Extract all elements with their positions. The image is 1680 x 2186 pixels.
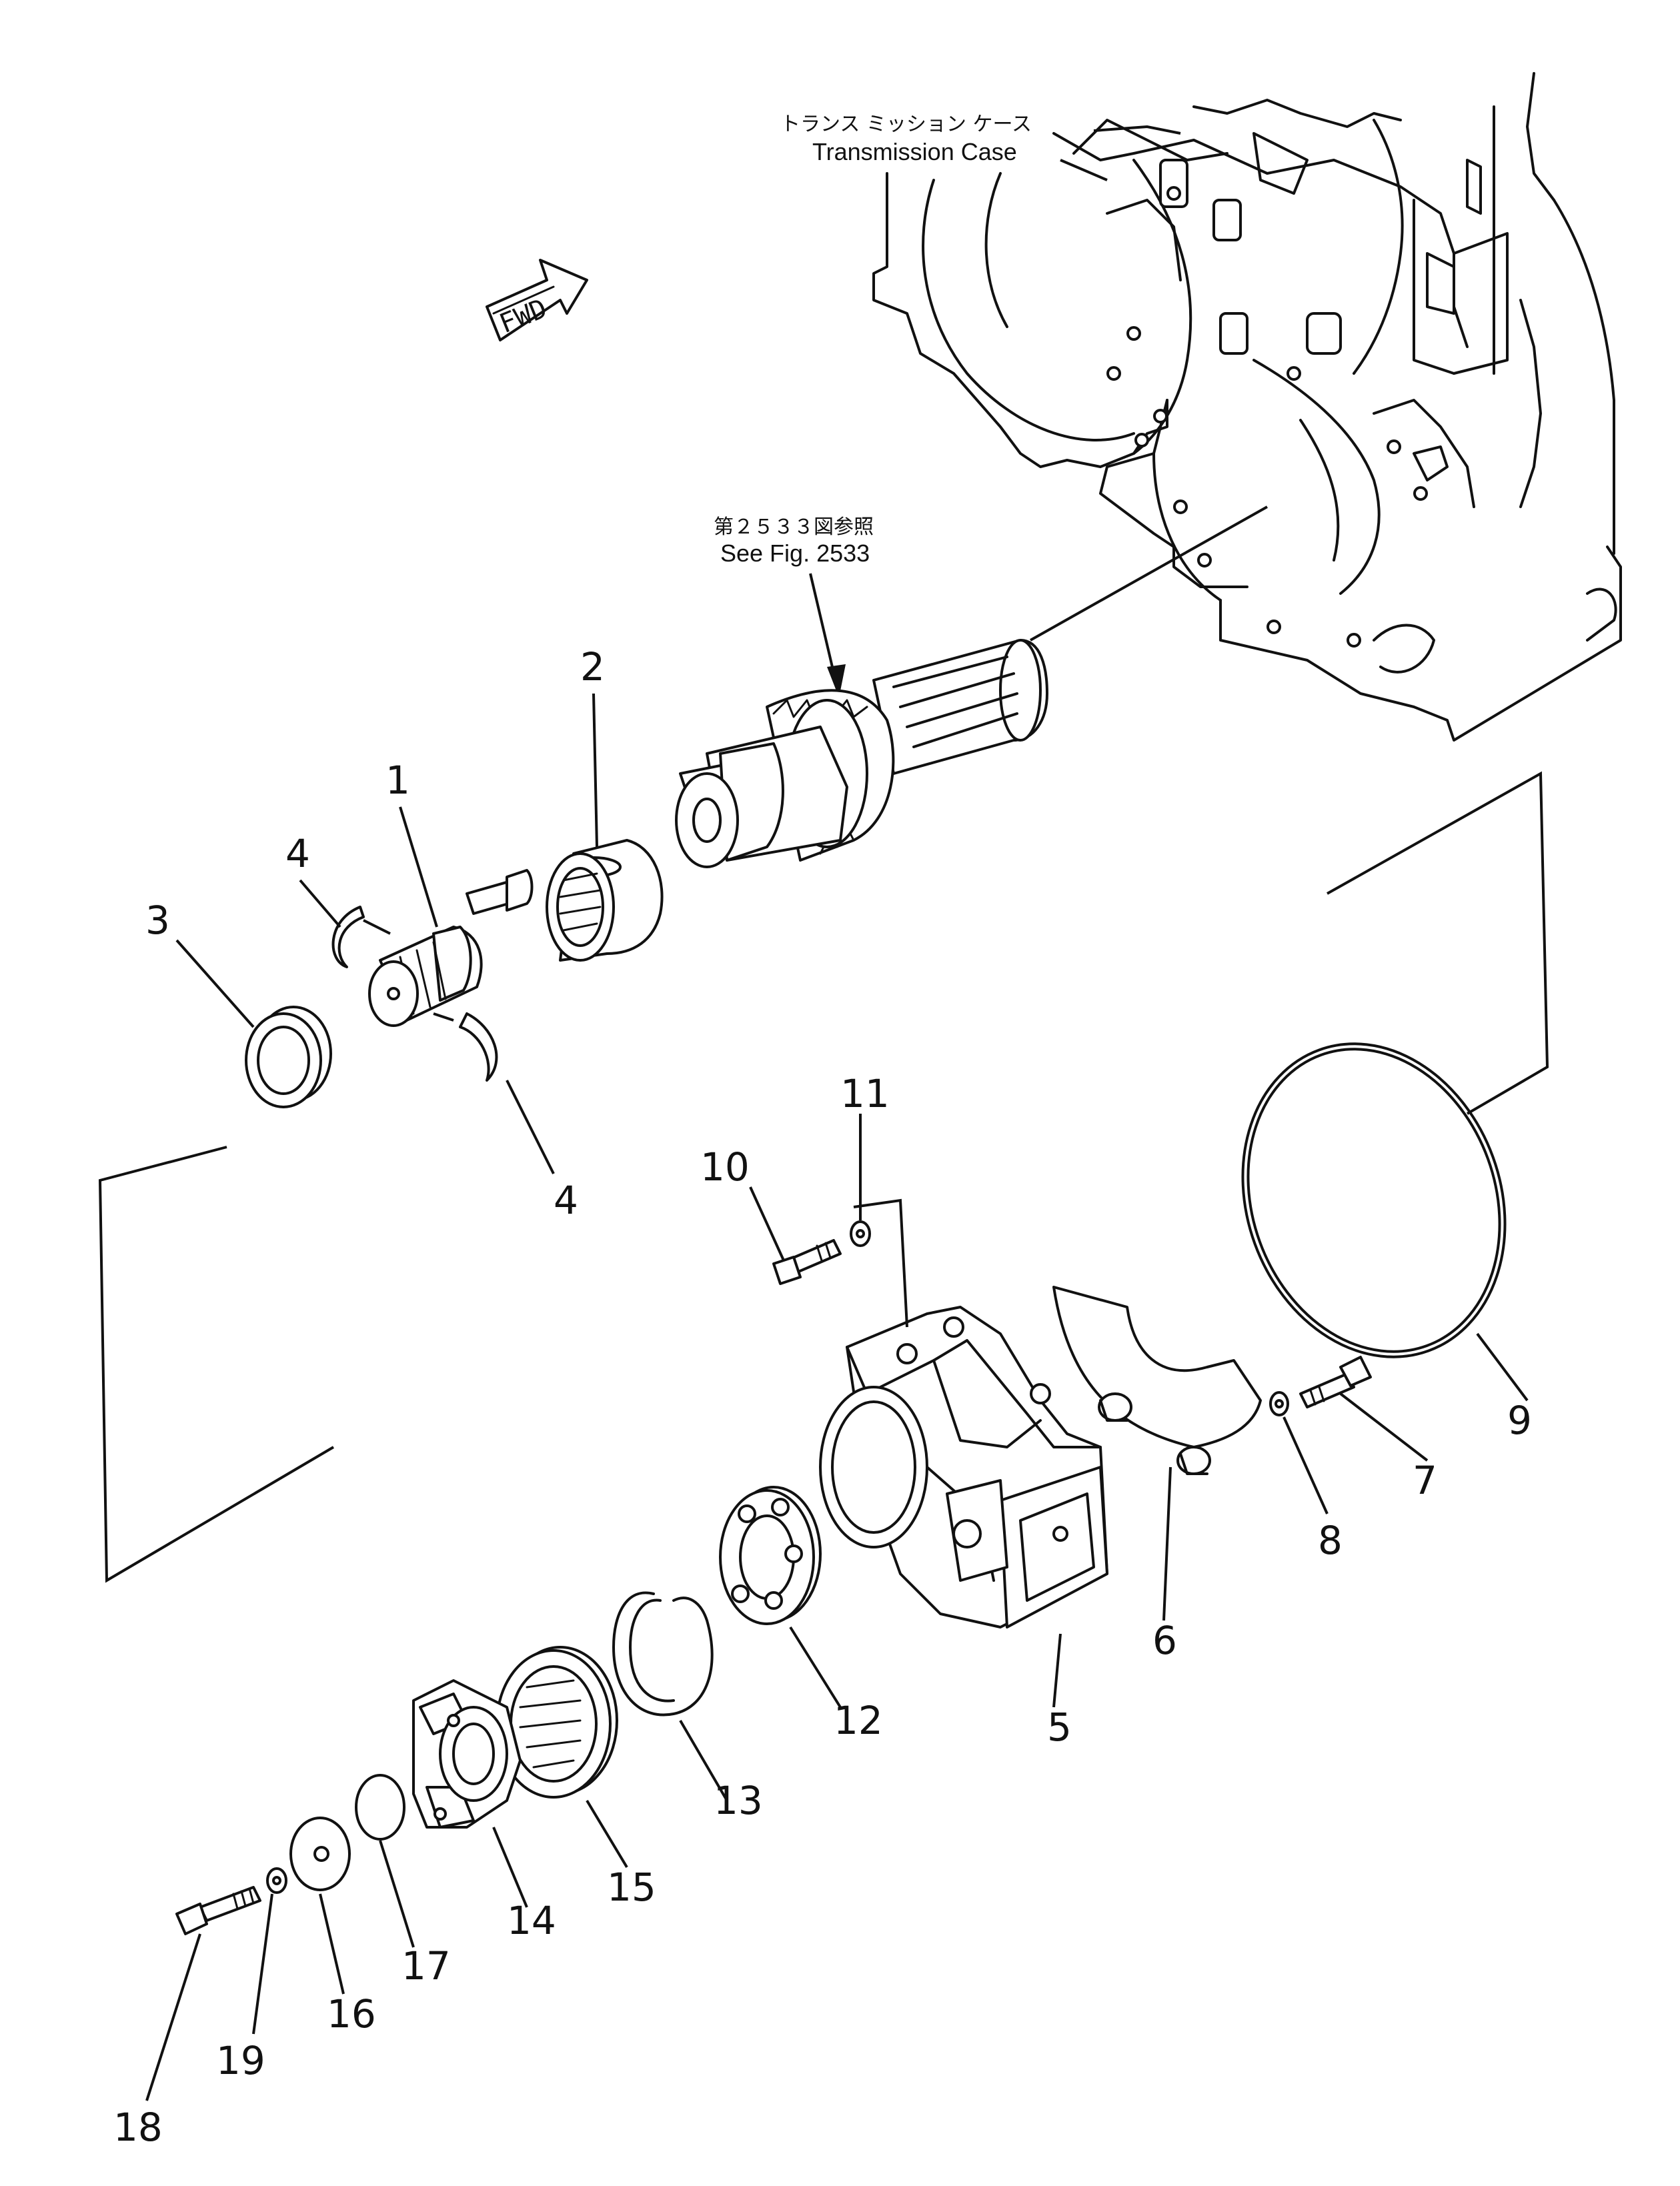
part-5-housing	[819, 1198, 1108, 1628]
see-fig-jp: 第２５３３図参照	[714, 515, 874, 539]
fwd-arrow-icon: FWD	[486, 259, 588, 341]
part-7-bolt	[1299, 1356, 1372, 1408]
part-17-o-ring	[355, 1774, 405, 1841]
callout-12: 12	[834, 1698, 883, 1743]
part-9-o-ring	[1241, 1042, 1507, 1358]
part-10-bolt	[772, 1239, 842, 1285]
part-1-pinion	[368, 869, 534, 1027]
part-19-washer	[266, 1867, 287, 1894]
case-label: トランス ミッション ケース Transmission Case	[780, 113, 1181, 181]
see-fig-en: See Fig. 2533	[720, 539, 870, 567]
callout-14: 14	[507, 1898, 556, 1943]
part-13-snap-ring	[612, 1591, 714, 1717]
callout-19: 19	[216, 2038, 265, 2083]
callout-13: 13	[714, 1778, 763, 1823]
part-6-shim	[1052, 1286, 1262, 1475]
part-callouts: 1 2 3 4 4 5 6 7 8 9 10 11 12 13 14 15 16…	[113, 644, 1532, 2150]
callout-10: 10	[700, 1144, 750, 1190]
callout-5: 5	[1047, 1705, 1072, 1750]
part-8-washer	[1269, 1391, 1289, 1416]
callout-4a: 4	[285, 831, 310, 876]
case-label-jp: トランス ミッション ケース	[780, 113, 1032, 136]
callout-11: 11	[840, 1071, 890, 1116]
transmission-case	[872, 72, 1622, 742]
callout-1: 1	[385, 758, 410, 803]
part-11-washer	[850, 1220, 871, 1247]
assembly-line-left	[98, 1146, 335, 1583]
assembly-line-right	[1327, 771, 1549, 1115]
callout-6: 6	[1152, 1618, 1177, 1663]
callout-2: 2	[580, 644, 605, 690]
case-label-en: Transmission Case	[812, 138, 1017, 165]
callout-4b: 4	[554, 1178, 578, 1223]
part-2-bearing	[546, 839, 664, 962]
callout-3: 3	[145, 898, 170, 943]
callout-18: 18	[113, 2105, 163, 2150]
part-3-seal	[245, 1006, 332, 1108]
part-14-coupling	[412, 1679, 522, 1829]
part-18-bolt	[175, 1886, 261, 1935]
part-12-bearing	[719, 1486, 822, 1625]
part-16-plate	[289, 1817, 351, 1891]
callout-15: 15	[607, 1865, 656, 1910]
callout-9: 9	[1507, 1398, 1532, 1443]
callout-8: 8	[1318, 1518, 1343, 1563]
see-fig-annotation: 第２５３３図参照 See Fig. 2533	[714, 515, 874, 698]
callout-7: 7	[1413, 1458, 1437, 1503]
callout-17: 17	[401, 1943, 451, 1989]
callout-leaders	[145, 693, 1529, 2101]
callout-16: 16	[327, 1991, 376, 2037]
part-15-seal	[496, 1646, 618, 1799]
output-shaft	[675, 505, 1268, 868]
